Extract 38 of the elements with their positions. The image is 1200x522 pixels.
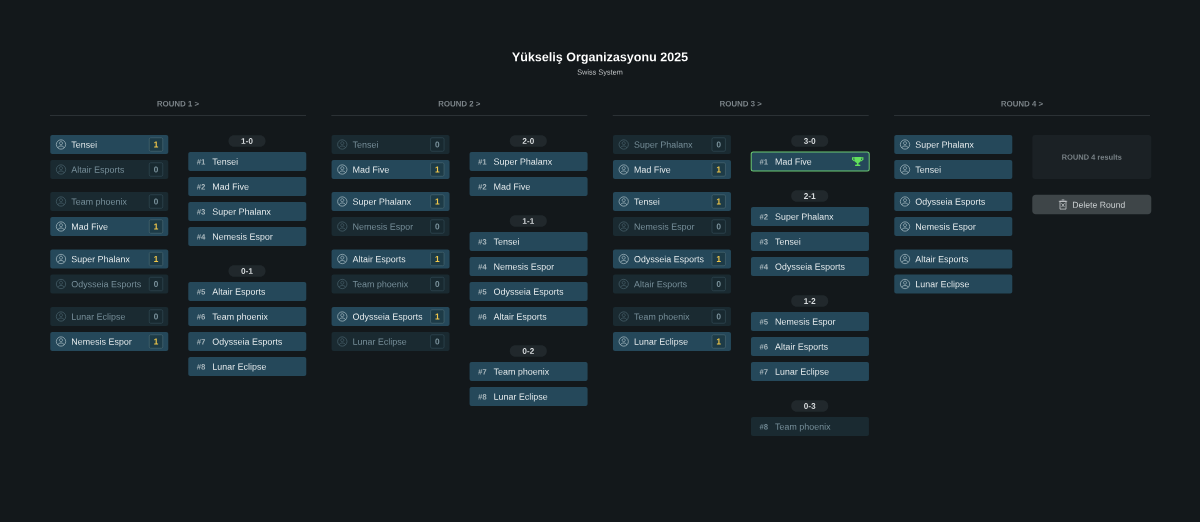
- title: Yükseliş Organizasyonu 2025: [512, 52, 688, 64]
- score-box: 0: [711, 219, 726, 234]
- score-box: 1: [711, 334, 726, 349]
- score-box: 1: [430, 309, 445, 324]
- team-slot: Super Phalanx: [894, 135, 1013, 154]
- score-box: 0: [148, 276, 164, 292]
- record-pill: 2-1: [791, 190, 829, 202]
- score-box: 1: [148, 251, 164, 267]
- score-box: 0: [430, 219, 445, 234]
- record-pill: 0-1: [228, 265, 266, 277]
- score-box: 1: [148, 219, 164, 234]
- team-slot: Odysseia Esports: [894, 192, 1013, 211]
- score-box: 0: [148, 309, 164, 324]
- score-box: 0: [148, 194, 164, 209]
- record-pill: 2-0: [509, 135, 547, 147]
- score-box: 0: [711, 276, 726, 292]
- record-pill: 1-1: [509, 215, 547, 227]
- score-box: 0: [711, 137, 726, 152]
- record-pill: 3-0: [791, 135, 829, 147]
- score-box: 1: [711, 251, 726, 267]
- score-box: 0: [430, 334, 445, 349]
- score-box: 0: [430, 276, 445, 292]
- score-box: 1: [430, 162, 445, 177]
- score-box: 1: [430, 251, 445, 267]
- score-box: 1: [430, 194, 445, 209]
- team-slot: Nemesis Espor: [894, 217, 1013, 236]
- team-slot: Tensei: [894, 160, 1013, 179]
- score-box: 1: [711, 194, 726, 209]
- score-box: 0: [430, 137, 445, 152]
- record-pill: 0-3: [791, 400, 829, 412]
- record-pill: 0-2: [509, 345, 547, 357]
- score-box: 1: [148, 334, 164, 349]
- record-pill: 1-2: [791, 295, 829, 307]
- score-box: 0: [711, 309, 726, 324]
- score-box: 1: [711, 162, 726, 177]
- score-box: 1: [148, 137, 164, 152]
- score-box: 0: [148, 162, 164, 177]
- record-pill: 1-0: [228, 135, 266, 147]
